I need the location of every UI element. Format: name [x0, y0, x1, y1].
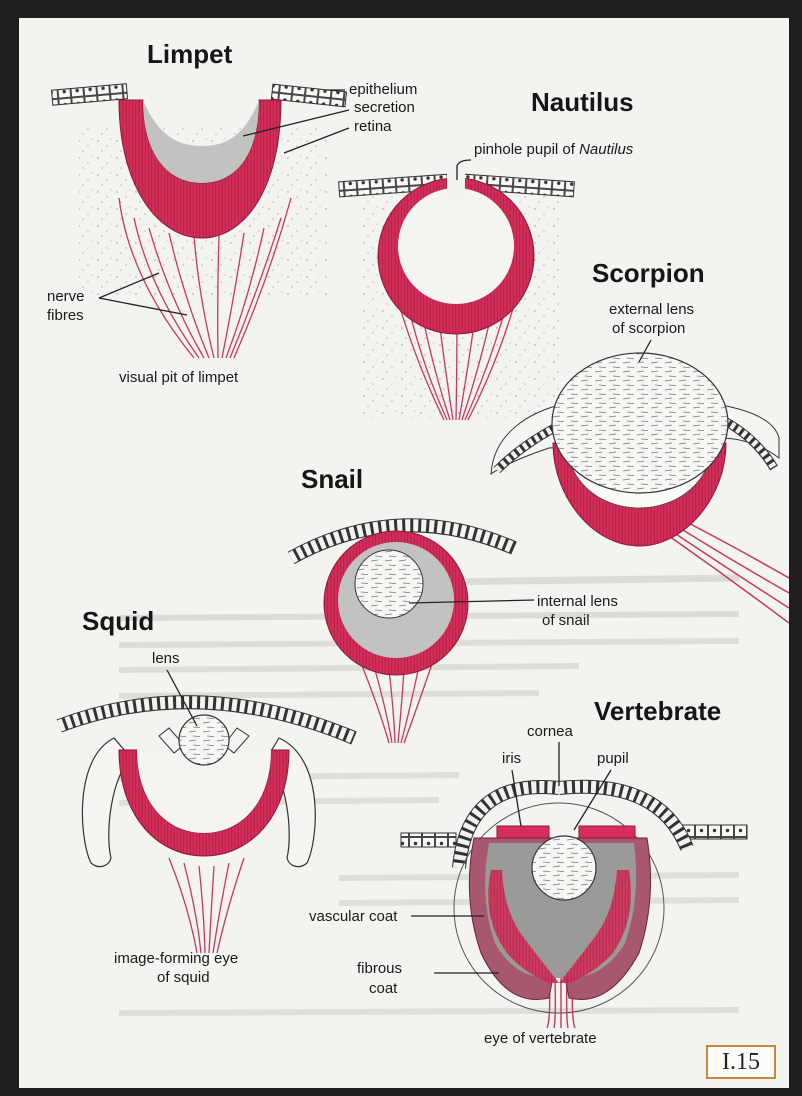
fibrous-label-2: coat: [369, 980, 398, 997]
limpet-title: Limpet: [147, 39, 233, 69]
snail-eye: Snail internal lens of snail: [287, 464, 618, 744]
eye-evolution-diagram: Limpet epithelium secretion retina nerve…: [47, 39, 789, 1047]
pinhole-label: pinhole pupil of Nautilus: [474, 141, 634, 158]
limpet-caption: visual pit of limpet: [119, 369, 239, 386]
scorpion-title: Scorpion: [592, 258, 705, 288]
scorpion-eye: Scorpion external lens of scorpion: [490, 258, 789, 624]
retina-label: retina: [354, 118, 392, 135]
epithelium-label: epithelium: [349, 81, 417, 98]
nautilus-eye: Nautilus pinhole pupil of Nautilus: [338, 87, 634, 421]
nautilus-title: Nautilus: [531, 87, 634, 117]
lens-label: lens: [152, 650, 180, 667]
squid-nerve-fibres: [168, 857, 245, 954]
vertebrate-caption: eye of vertebrate: [484, 1030, 597, 1047]
iris-label: iris: [502, 750, 521, 767]
snail-title: Snail: [301, 464, 363, 494]
limpet-eye: Limpet epithelium secretion retina nerve…: [47, 39, 417, 386]
squid-eye: Squid lens image-forming eye of squid: [56, 606, 357, 986]
external-lens-label-2: of scorpion: [612, 320, 685, 337]
cornea-label: cornea: [527, 723, 574, 740]
pupil-label: pupil: [597, 750, 629, 767]
figure-number-badge: I.15: [706, 1045, 776, 1079]
vertebrate-title: Vertebrate: [594, 696, 721, 726]
internal-lens-label-2: of snail: [542, 612, 590, 629]
internal-lens-label-1: internal lens: [537, 593, 618, 610]
squid-title: Squid: [82, 606, 154, 636]
vascular-coat-label: vascular coat: [309, 908, 398, 925]
fibres-label: fibres: [47, 307, 84, 324]
diagram-page: Limpet epithelium secretion retina nerve…: [19, 18, 789, 1088]
fibrous-label-1: fibrous: [357, 960, 402, 977]
external-lens-label-1: external lens: [609, 301, 694, 318]
pinhole-label-text: pinhole pupil of: [474, 141, 579, 158]
squid-caption-1: image-forming eye: [114, 950, 238, 967]
snail-nerve-fibres: [358, 657, 435, 744]
vertebrate-eye: Vertebrate cornea iris pupil vascular co…: [309, 696, 748, 1047]
pinhole-label-species: Nautilus: [579, 141, 634, 158]
squid-caption-2: of squid: [157, 969, 210, 986]
secretion-label: secretion: [354, 99, 415, 116]
limpet-nerve-fibres: [118, 197, 292, 359]
nerve-label: nerve: [47, 288, 85, 305]
